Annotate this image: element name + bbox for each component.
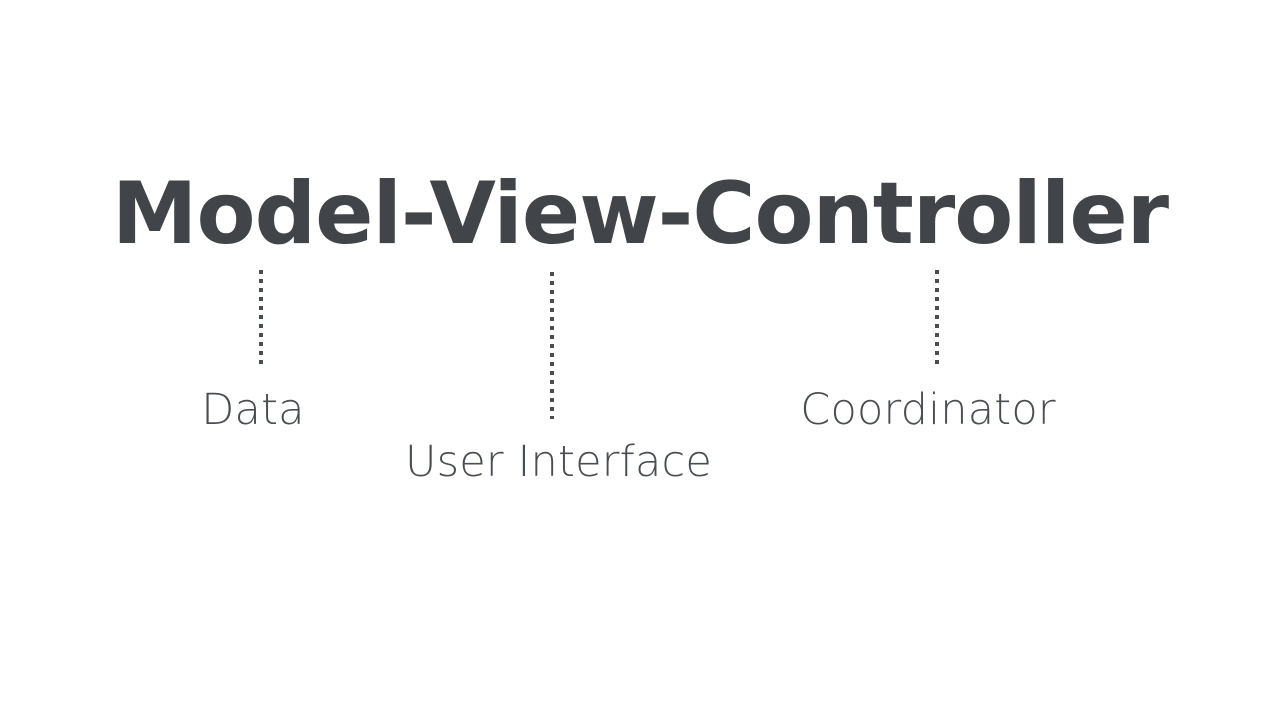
label-view-role: User Interface xyxy=(405,437,712,487)
connector-line-view xyxy=(550,272,554,419)
page-title: Model-View-Controller xyxy=(111,164,1169,264)
connector-line-controller xyxy=(935,270,939,366)
connector-line-model xyxy=(259,270,263,366)
label-controller-role: Coordinator xyxy=(800,385,1056,435)
label-model-role: Data xyxy=(201,385,305,435)
